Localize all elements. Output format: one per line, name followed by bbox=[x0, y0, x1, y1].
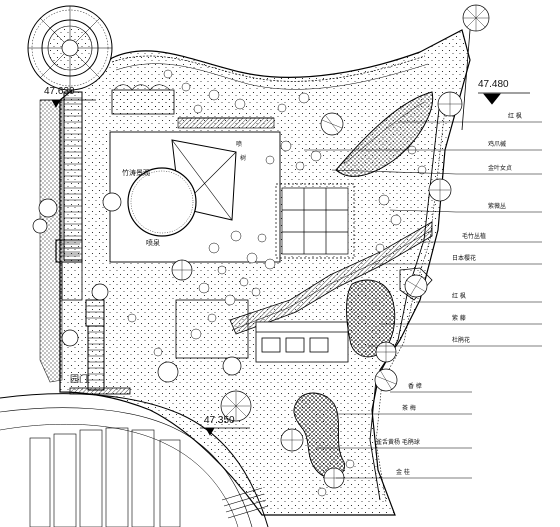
callout-label: 杜鹃花 bbox=[452, 337, 471, 344]
pavilion-note: 喷 bbox=[236, 141, 243, 148]
hatched-strip bbox=[177, 117, 275, 129]
gate-label: 园门 bbox=[70, 375, 89, 385]
callout-label: 红 枫 bbox=[452, 293, 466, 300]
shrub-bed-top-right bbox=[335, 91, 434, 177]
garden-gate bbox=[69, 387, 131, 395]
left-stair-path bbox=[55, 91, 105, 391]
callout-label: 紫薇丛 bbox=[488, 203, 507, 210]
top-path-edge bbox=[111, 55, 426, 82]
left-hedge bbox=[39, 99, 63, 383]
bottom-steps bbox=[221, 487, 269, 519]
elevation-top-left: 47.630 bbox=[44, 86, 75, 97]
callout-label: 鸡爪槭 bbox=[488, 141, 507, 148]
callout-label: 茶 梅 bbox=[402, 405, 416, 412]
callout-label: 雀舌黄杨 毛鹃球 bbox=[376, 439, 420, 446]
callout-label: 红 枫 bbox=[508, 113, 522, 120]
square-label: 竹涛景观 bbox=[122, 169, 150, 177]
planter-top-left bbox=[111, 89, 175, 115]
tree-symbols bbox=[32, 4, 490, 489]
callout-leaders bbox=[304, 121, 542, 479]
callout-label: 金 桂 bbox=[396, 469, 410, 476]
elevation-top-right: 47.480 bbox=[478, 79, 509, 90]
callout-label: 毛竹丛植 bbox=[462, 233, 487, 240]
callout-label: 紫 藤 bbox=[452, 315, 466, 322]
lower-pavilion bbox=[175, 299, 349, 363]
callout-label: 金叶女贞 bbox=[488, 165, 513, 172]
zigzag-boardwalk bbox=[229, 221, 433, 335]
well-label: 喷泉 bbox=[146, 239, 160, 247]
elevation-bottom: 47.350 bbox=[204, 415, 235, 426]
shrub-symbols bbox=[127, 69, 427, 497]
path-note: 树 bbox=[240, 155, 247, 162]
elevation-markers bbox=[40, 92, 530, 436]
building-bottom-left bbox=[0, 393, 269, 527]
round-fountain bbox=[127, 167, 197, 237]
round-pavilion bbox=[27, 5, 113, 91]
paved-grid bbox=[275, 183, 355, 259]
top-path-edge-2 bbox=[115, 63, 429, 90]
callout-label: 香 樟 bbox=[408, 383, 422, 390]
callout-label: 日本樱花 bbox=[452, 255, 477, 262]
boardwalk-outer bbox=[231, 229, 433, 331]
